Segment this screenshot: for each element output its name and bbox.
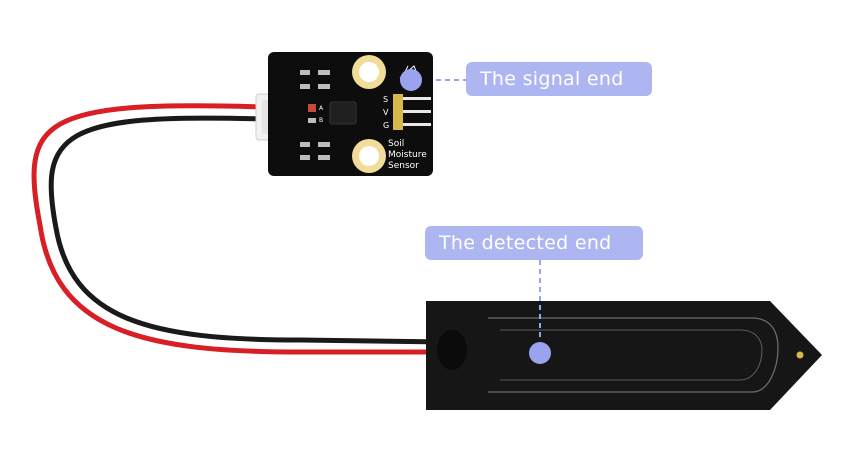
- board-label-line1: Soil: [388, 139, 404, 149]
- board-label-line3: Sensor: [388, 161, 419, 171]
- cable-gland: [437, 330, 467, 370]
- callout-signal-pointer: [400, 69, 466, 91]
- detected-end-callout: The detected end: [425, 226, 643, 260]
- signal-end-callout: The signal end: [466, 62, 652, 96]
- ic-chip: [329, 101, 357, 125]
- marker-a: A: [319, 105, 324, 112]
- pin-label-s: S: [383, 95, 388, 104]
- pin-label-v: V: [383, 108, 389, 117]
- header-pins: [393, 94, 403, 130]
- marker-b: B: [319, 117, 323, 124]
- board-label-line2: Moisture: [388, 150, 427, 160]
- probe: [426, 301, 822, 410]
- pin-label-g: G: [383, 121, 389, 130]
- wire-pair: [31, 103, 448, 355]
- callout-detected-pointer: [529, 260, 551, 364]
- sensor-board: S V G A B Soil Moisture Sensor: [268, 52, 433, 176]
